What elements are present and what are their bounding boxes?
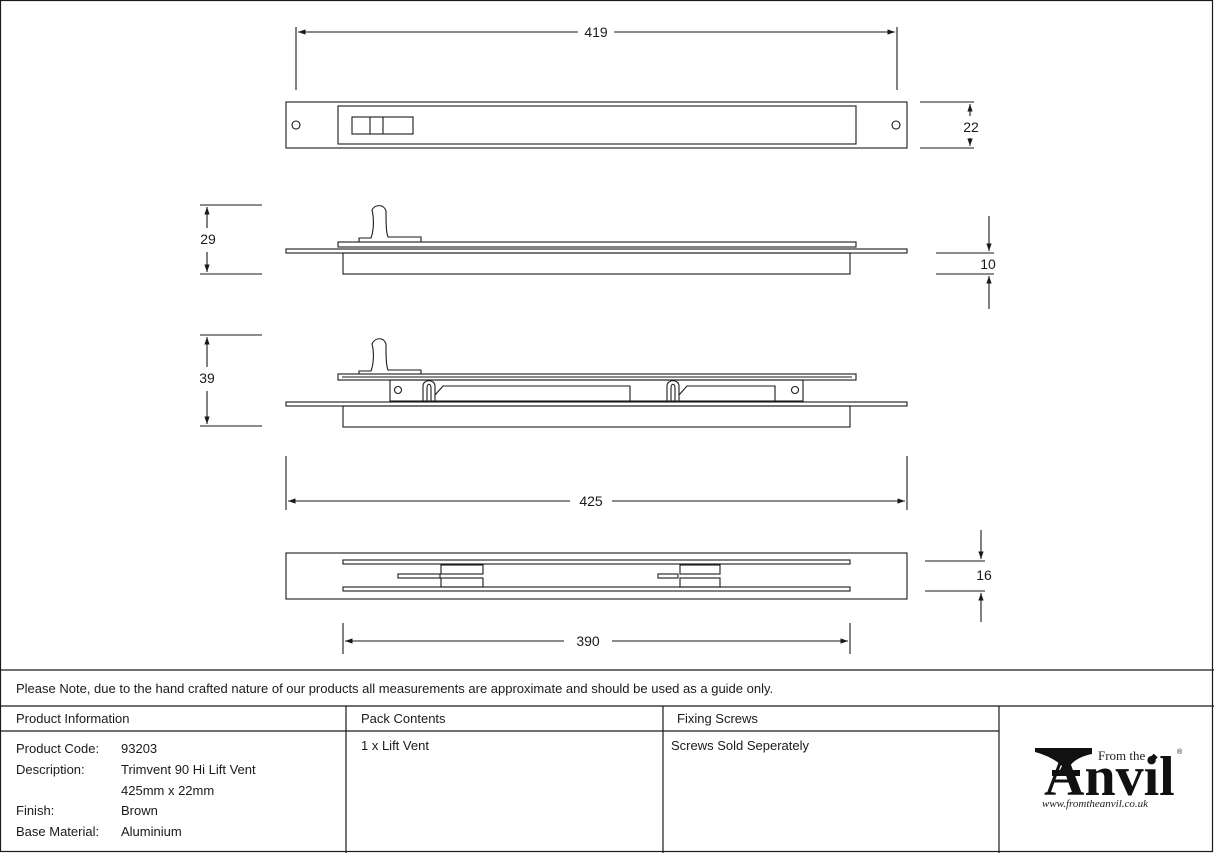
material-label: Base Material: <box>16 824 100 839</box>
dim-overall-length: 425 <box>579 493 603 509</box>
overall-length-dimension <box>285 456 908 510</box>
fixing-screws-header: Fixing Screws <box>677 711 758 726</box>
description-size: 425mm x 22mm <box>121 783 215 798</box>
anvil-logo: From the ◆ Anvil ® www.fromtheanvil.co.u… <box>1035 746 1183 810</box>
top-view <box>285 27 974 149</box>
anvil-icon <box>1035 748 1092 776</box>
dim-side-depth: 10 <box>980 256 996 272</box>
svg-text:®: ® <box>1177 748 1183 756</box>
disclaimer-note: Please Note, due to the hand crafted nat… <box>16 681 774 696</box>
dimension-labels: 419 22 29 10 39 425 16 390 <box>199 24 996 649</box>
svg-text:Anvil: Anvil <box>1044 746 1175 808</box>
dim-top-height: 22 <box>963 119 979 135</box>
finish-value: Brown <box>121 803 158 818</box>
dim-bottom-height: 16 <box>976 567 992 583</box>
side-view-open <box>200 334 908 428</box>
product-code-value: 93203 <box>121 741 158 756</box>
dim-side-height-open: 39 <box>199 370 215 386</box>
product-info-header: Product Information <box>16 711 130 726</box>
svg-text:www.fromtheanvil.co.uk: www.fromtheanvil.co.uk <box>1042 798 1149 810</box>
material-value: Aluminium <box>121 824 182 839</box>
pack-contents-item: 1 x Lift Vent <box>361 738 429 753</box>
fixing-screws-text: Screws Sold Seperately <box>671 738 810 753</box>
svg-text:From the: From the <box>1098 748 1146 763</box>
description-value: Trimvent 90 Hi Lift Vent <box>121 762 256 777</box>
pack-contents-header: Pack Contents <box>361 711 446 726</box>
dim-side-height-closed: 29 <box>200 231 216 247</box>
info-table-grid <box>0 669 1214 853</box>
dim-top-width: 419 <box>584 24 608 40</box>
finish-label: Finish: <box>16 803 55 818</box>
bottom-view <box>285 530 985 654</box>
dim-bottom-length: 390 <box>576 633 600 649</box>
product-code-label: Product Code: <box>16 741 100 756</box>
side-view-closed <box>200 204 994 309</box>
svg-text:◆: ◆ <box>1150 752 1158 763</box>
description-label: Description: <box>16 762 85 777</box>
